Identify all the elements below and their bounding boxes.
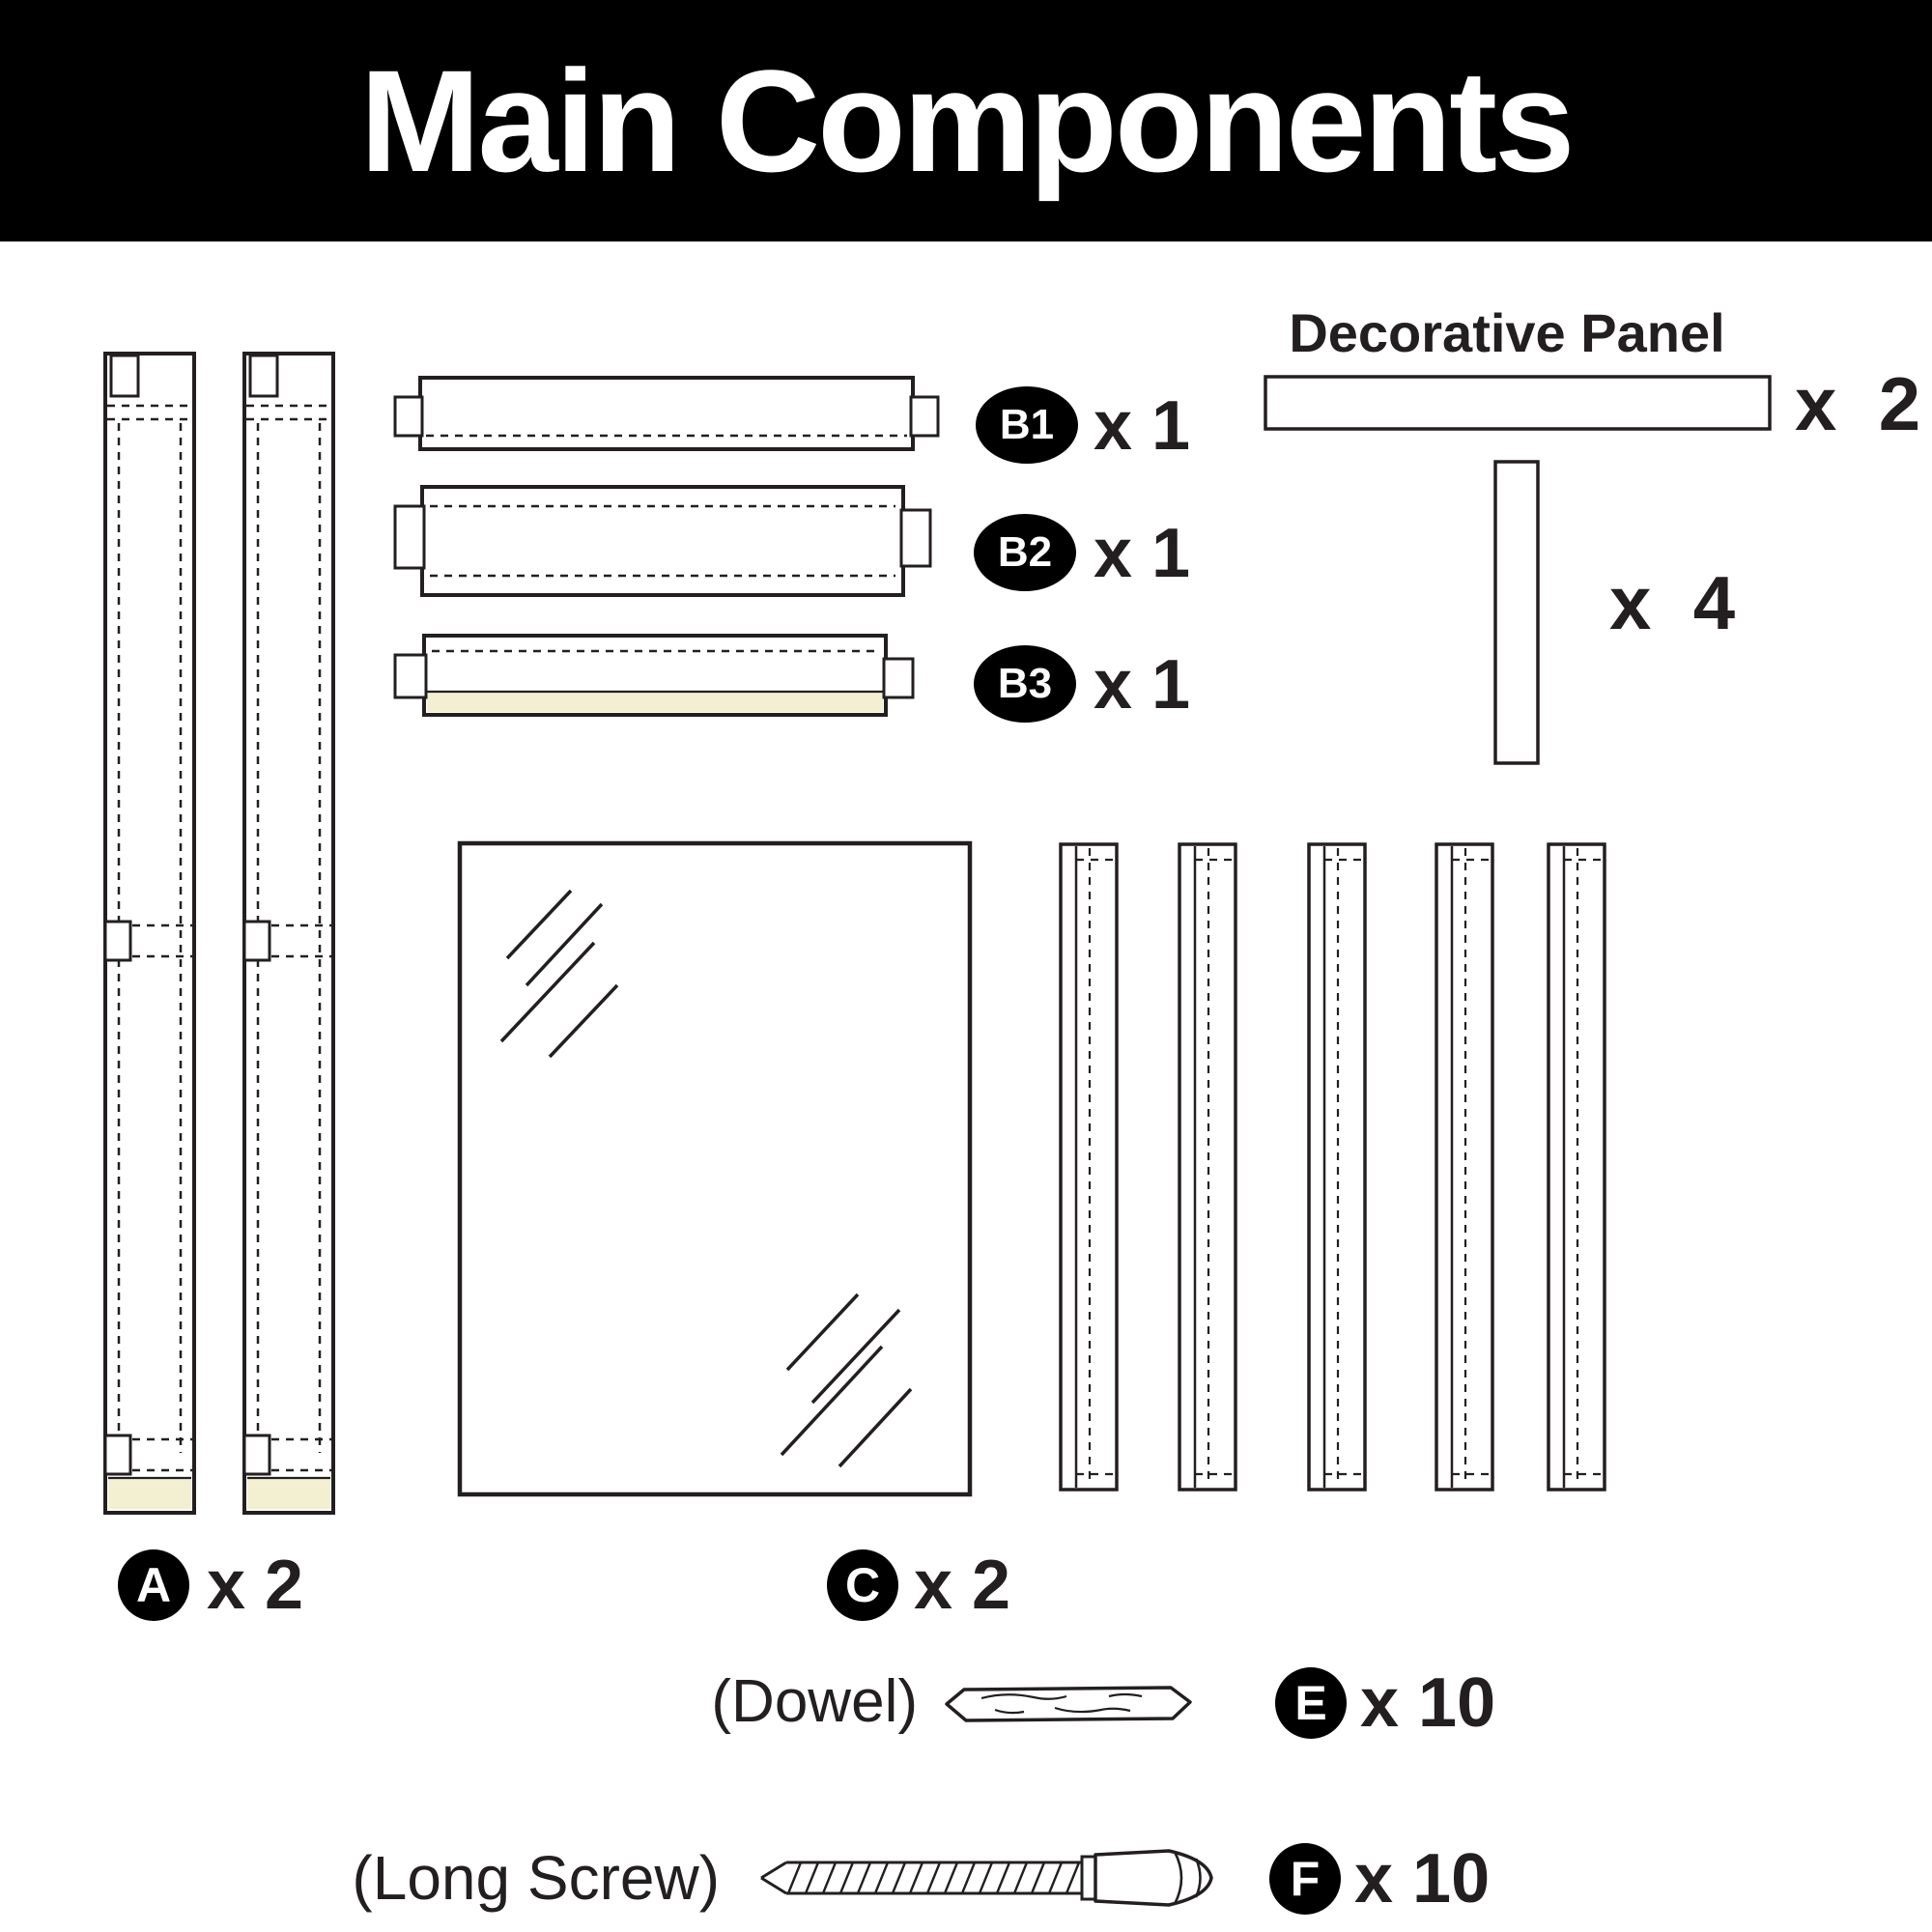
long-screw-label: (Long Screw) [352,1843,720,1913]
badge-b3-letter: B3 [997,660,1053,707]
long-screw-drawing [760,1849,1213,1907]
qty-f: x 10 [1354,1840,1491,1918]
panel-a-drawing [103,352,335,1515]
qty-b3: x 1 [1094,646,1191,724]
qty-decorative-vertical: x 4 [1609,560,1736,645]
decorative-panel-horizontal-drawing [1264,375,1772,431]
bar-b2-drawing [393,485,932,597]
panel-a-left [103,352,196,1515]
page-title: Main Components [359,39,1576,202]
dowel-grain [980,1692,1143,1715]
decorative-panel-vertical-drawing [1493,460,1540,765]
badge-b1: B1 [976,386,1078,464]
slat-1 [1059,842,1119,1492]
bar-b1-drawing [393,376,940,451]
qty-b2: x 1 [1094,515,1191,592]
qty-c: x 2 [914,1547,1011,1624]
slat-5 [1547,842,1606,1492]
slat-4 [1435,842,1494,1492]
badge-e-letter: E [1294,1676,1327,1730]
qty-e: x 10 [1360,1664,1496,1742]
slat-3 [1307,842,1367,1492]
dowel-label: (Dowel) [711,1668,918,1735]
slats-drawing [1059,842,1606,1492]
qty-decorative-horizontal: x 2 [1795,361,1921,446]
slat-2 [1178,842,1237,1492]
badge-f-letter: F [1290,1852,1321,1906]
badge-b2: B2 [974,514,1076,591]
badge-a: A [118,1549,189,1621]
screw-hex-head [1094,1849,1213,1907]
panel-c-drawing [457,840,973,1497]
badge-b2-letter: B2 [997,528,1053,576]
bar-b3-drawing [393,634,915,717]
badge-a-letter: A [135,1558,172,1612]
qty-b1: x 1 [1094,387,1191,465]
badge-b3: B3 [974,645,1076,723]
badge-b1-letter: B1 [999,401,1055,448]
badge-c: C [827,1549,898,1621]
badge-f: F [1269,1843,1341,1915]
screw-shaft [760,1861,1082,1895]
badge-e: E [1275,1667,1347,1739]
badge-c-letter: C [844,1558,881,1612]
glass-shine-top-left [499,889,619,1059]
qty-a: x 2 [207,1547,304,1624]
header: Main Components [0,0,1932,242]
glass-shine-bottom-right [780,1293,913,1468]
dowel-drawing [945,1686,1192,1722]
decorative-panel-title: Decorative Panel [1289,302,1725,363]
panel-a-right [242,352,335,1515]
